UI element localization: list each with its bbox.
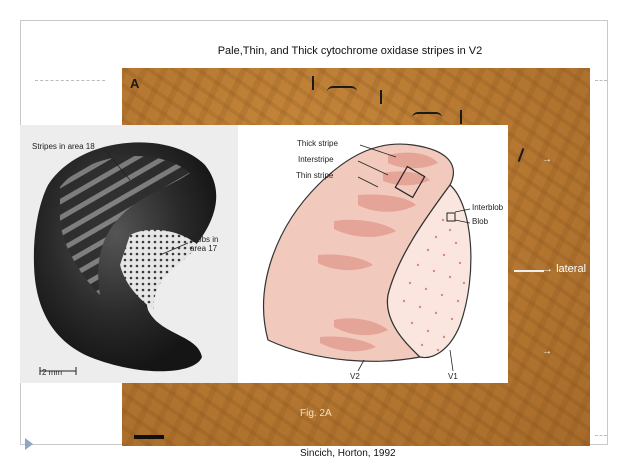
guide-line: [595, 435, 607, 436]
arrow-marker: [460, 110, 462, 124]
thin-stripe-label: Thin stripe: [296, 171, 333, 180]
v1-v2-diagram: [238, 125, 508, 383]
guide-line: [595, 80, 607, 81]
citation: Sincich, Horton, 1992: [300, 448, 396, 459]
guide-line: [35, 80, 105, 81]
scalebar-label: 2 mm: [42, 368, 62, 377]
brace-marker: [327, 86, 357, 96]
blobs-label: Blobs in area 17: [190, 235, 218, 253]
arrow-marker: [380, 90, 382, 104]
panel-letter: A: [130, 76, 139, 91]
lateral-label: → lateral: [542, 263, 586, 275]
blob-label: Blob: [472, 217, 488, 226]
stripes-label: Stripes in area 18: [32, 142, 95, 151]
brace-marker: [412, 112, 442, 122]
stained-section-photo: Stripes in area 18 Blobs in area 17 2 mm: [20, 125, 238, 383]
v2-label: V2: [350, 372, 360, 381]
photo-scalebar: [134, 435, 164, 439]
lateral-arrow-line: [514, 270, 544, 272]
inset-figure: Stripes in area 18 Blobs in area 17 2 mm: [20, 125, 508, 383]
thick-stripe-label: Thick stripe: [297, 139, 338, 148]
white-arrow-icon: →: [542, 346, 552, 357]
arrow-marker: [312, 76, 314, 90]
white-arrow-icon: →: [542, 154, 552, 165]
slide-title: Pale,Thin, and Thick cytochrome oxidase …: [150, 45, 550, 57]
interblob-label: Interblob: [472, 203, 503, 212]
interstripe-label: Interstripe: [298, 155, 334, 164]
v1-label: V1: [448, 372, 458, 381]
figure-label: Fig. 2A: [300, 408, 332, 419]
stained-section-svg: [20, 125, 238, 383]
play-icon[interactable]: [25, 438, 33, 450]
